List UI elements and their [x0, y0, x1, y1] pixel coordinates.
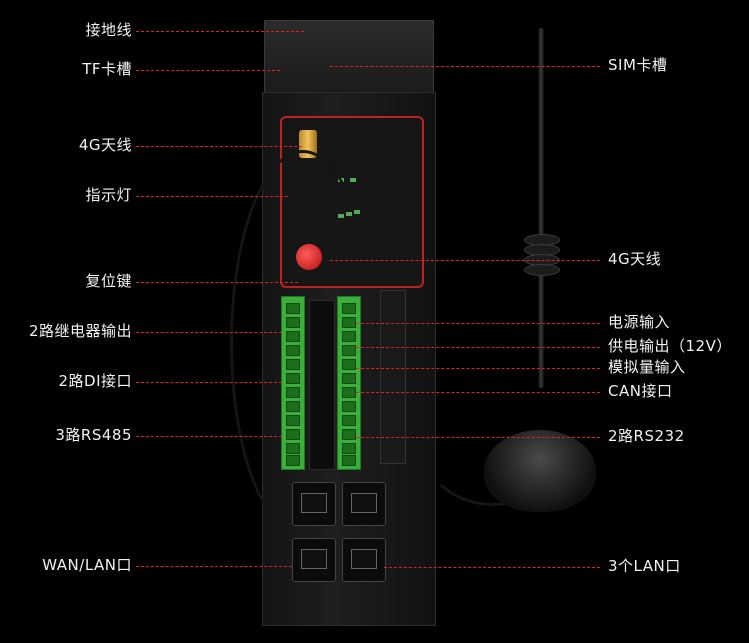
callout-line	[136, 566, 292, 567]
label-4g-antenna-left: 4G天线	[78, 136, 132, 154]
label-power-input: 电源输入	[608, 313, 671, 331]
antenna-cable	[230, 150, 376, 536]
label-rs232: 2路RS232	[608, 427, 685, 445]
callout-line	[136, 332, 282, 333]
ethernet-port-icon	[342, 538, 386, 582]
label-power-output: 供电输出（12V）	[608, 337, 732, 355]
antenna-cable	[420, 380, 566, 506]
indicator-led	[350, 178, 356, 182]
callout-line	[356, 437, 600, 438]
callout-line	[136, 382, 282, 383]
callout-line	[356, 347, 600, 348]
label-indicator: 指示灯	[85, 186, 132, 204]
callout-line	[330, 260, 600, 261]
label-can-interface: CAN接口	[608, 382, 673, 400]
antenna-coil	[524, 264, 560, 276]
callout-line	[384, 567, 600, 568]
callout-line	[356, 368, 600, 369]
callout-line	[136, 146, 302, 147]
label-rs485: 3路RS485	[55, 426, 132, 444]
label-wan-lan: WAN/LAN口	[42, 556, 132, 574]
callout-line	[136, 436, 282, 437]
label-tf-slot: TF卡槽	[82, 60, 132, 78]
label-sim-slot: SIM卡槽	[608, 56, 668, 74]
callout-line	[356, 392, 600, 393]
device-top-cover	[264, 20, 434, 94]
callout-line	[136, 31, 304, 32]
label-di-interface: 2路DI接口	[58, 372, 132, 390]
callout-line	[136, 196, 288, 197]
label-analog-input: 模拟量输入	[608, 358, 686, 376]
label-4g-antenna-right: 4G天线	[608, 250, 662, 268]
callout-line	[136, 70, 280, 71]
label-3-lan-ports: 3个LAN口	[608, 557, 681, 575]
terminal-label-strip	[380, 290, 406, 464]
indicator-led	[354, 210, 360, 214]
ethernet-port-icon	[292, 538, 336, 582]
antenna-magnetic-base	[484, 430, 596, 512]
label-reset-key: 复位键	[85, 272, 132, 290]
callout-line	[136, 282, 298, 283]
label-ground-wire: 接地线	[85, 21, 132, 39]
callout-line	[356, 323, 600, 324]
label-relay-output: 2路继电器输出	[28, 322, 132, 340]
antenna-rod-icon	[538, 28, 544, 388]
callout-line	[330, 66, 600, 67]
